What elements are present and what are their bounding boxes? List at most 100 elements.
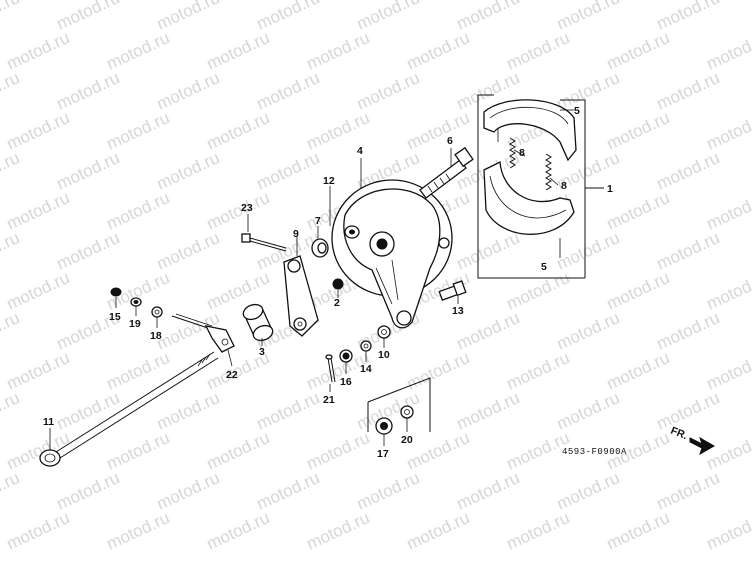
washer-14 (360, 340, 372, 352)
watermark-text: motod.ru (404, 428, 473, 474)
watermark-text: motod.ru (604, 28, 673, 74)
watermark-text: motod.ru (454, 308, 523, 354)
watermark-text: motod.ru (104, 188, 173, 234)
callout-14: 14 (360, 363, 372, 375)
watermark-text: motod.ru (454, 388, 523, 434)
watermark-text: motod.ru (554, 388, 623, 434)
watermark-text: motod.ru (704, 348, 752, 394)
callout-17: 17 (377, 448, 389, 460)
watermark-text: motod.ru (504, 28, 573, 74)
watermark-text: motod.ru (404, 108, 473, 154)
front-direction-arrow-icon (689, 436, 716, 456)
callout-19: 19 (129, 318, 141, 330)
watermark-text: motod.ru (54, 148, 123, 194)
nut-16 (339, 349, 353, 363)
brake-shoe-upper (483, 99, 577, 162)
watermark-text: motod.ru (254, 468, 323, 514)
watermark-text: motod.ru (4, 268, 73, 314)
watermark-text: motod.ru (654, 468, 723, 514)
watermark-text: motod.ru (4, 28, 73, 74)
washer-10 (377, 325, 391, 339)
watermark-text: motod.ru (404, 348, 473, 394)
callout-8b: 8 (561, 180, 567, 192)
callout-labels: 1 2 3 4 5 5 6 7 8 8 9 10 11 12 13 14 15 … (43, 105, 613, 460)
watermark-text: motod.ru (0, 68, 22, 114)
shoe-group-bracket (477, 94, 604, 279)
watermark-text: motod.ru (104, 428, 173, 474)
callout-8a: 8 (519, 147, 525, 159)
watermark-text: motod.ru (104, 508, 173, 554)
watermark-text: motod.ru (304, 428, 373, 474)
watermark-text: motod.ru (604, 188, 673, 234)
watermark-text: motod.ru (4, 348, 73, 394)
rear-axle (39, 351, 219, 467)
watermark-text: motod.ru (504, 268, 573, 314)
callout-5b: 5 (541, 261, 547, 273)
callout-7: 7 (315, 215, 321, 227)
watermark-text: motod.ru (154, 148, 223, 194)
nut-17 (375, 417, 393, 435)
watermark-text: motod.ru (4, 188, 73, 234)
watermark-text: motod.ru (204, 268, 273, 314)
watermark-text: motod.ru (0, 468, 22, 514)
watermark-text: motod.ru (54, 68, 123, 114)
cotter-pin (325, 354, 336, 383)
spring-left (509, 137, 516, 169)
callout-16: 16 (340, 376, 352, 388)
watermark-text: motod.ru (404, 508, 473, 554)
watermark-text: motod.ru (54, 228, 123, 274)
watermark-text: motod.ru (704, 188, 752, 234)
watermark-text: motod.ru (554, 68, 623, 114)
callout-23: 23 (241, 202, 253, 214)
watermark-text: motod.ru (504, 508, 573, 554)
watermark-text: motod.ru (254, 148, 323, 194)
alt-parts-bracket (367, 377, 431, 432)
callout-2: 2 (334, 297, 340, 309)
callout-21: 21 (323, 394, 335, 406)
nut-15 (110, 287, 122, 297)
torque-rod (171, 313, 235, 353)
watermark-text: motod.ru (504, 348, 573, 394)
watermark-text: motod.ru (4, 108, 73, 154)
watermark-text: motod.ru (4, 508, 73, 554)
watermark-text: motod.ru (204, 188, 273, 234)
watermark-text: motod.ru (654, 308, 723, 354)
callout-10: 10 (378, 349, 390, 361)
watermark-text: motod.ru (204, 508, 273, 554)
leader-lines (49, 109, 574, 450)
watermark-text: motod.ru (254, 388, 323, 434)
washer-18 (151, 306, 163, 318)
watermark-text: motod.ru (154, 388, 223, 434)
watermark-text: motod.ru (604, 508, 673, 554)
watermark-text: motod.ru (554, 228, 623, 274)
nut-2 (332, 278, 344, 290)
watermark-text: motod.ru (454, 468, 523, 514)
collar-3 (242, 303, 274, 342)
brake-cam (419, 146, 474, 199)
watermark-text: motod.ru (0, 388, 22, 434)
brake-panel (331, 179, 453, 329)
brake-shoe-lower (483, 160, 575, 235)
callout-22: 22 (226, 369, 238, 381)
watermark-text: motod.ru (304, 508, 373, 554)
callout-13: 13 (452, 305, 464, 317)
callout-11: 11 (43, 416, 54, 428)
watermark-text: motod.ru (304, 28, 373, 74)
bolt-23 (241, 233, 287, 252)
watermark-text: motod.ru (104, 348, 173, 394)
callout-3: 3 (259, 346, 265, 358)
watermark-text: motod.ru (204, 28, 273, 74)
callout-15: 15 (109, 311, 121, 323)
watermark-text: motod.ru (704, 508, 752, 554)
watermark-text: motod.ru (454, 228, 523, 274)
spring-right (545, 153, 552, 191)
callout-6: 6 (447, 135, 453, 147)
washer-20 (400, 405, 414, 419)
watermark-text: motod.ru (404, 28, 473, 74)
watermark-text: motod.ru (0, 228, 22, 274)
callout-1: 1 (607, 183, 613, 195)
callout-12: 12 (323, 175, 335, 187)
watermark-text: motod.ru (654, 148, 723, 194)
callout-4: 4 (357, 145, 363, 157)
